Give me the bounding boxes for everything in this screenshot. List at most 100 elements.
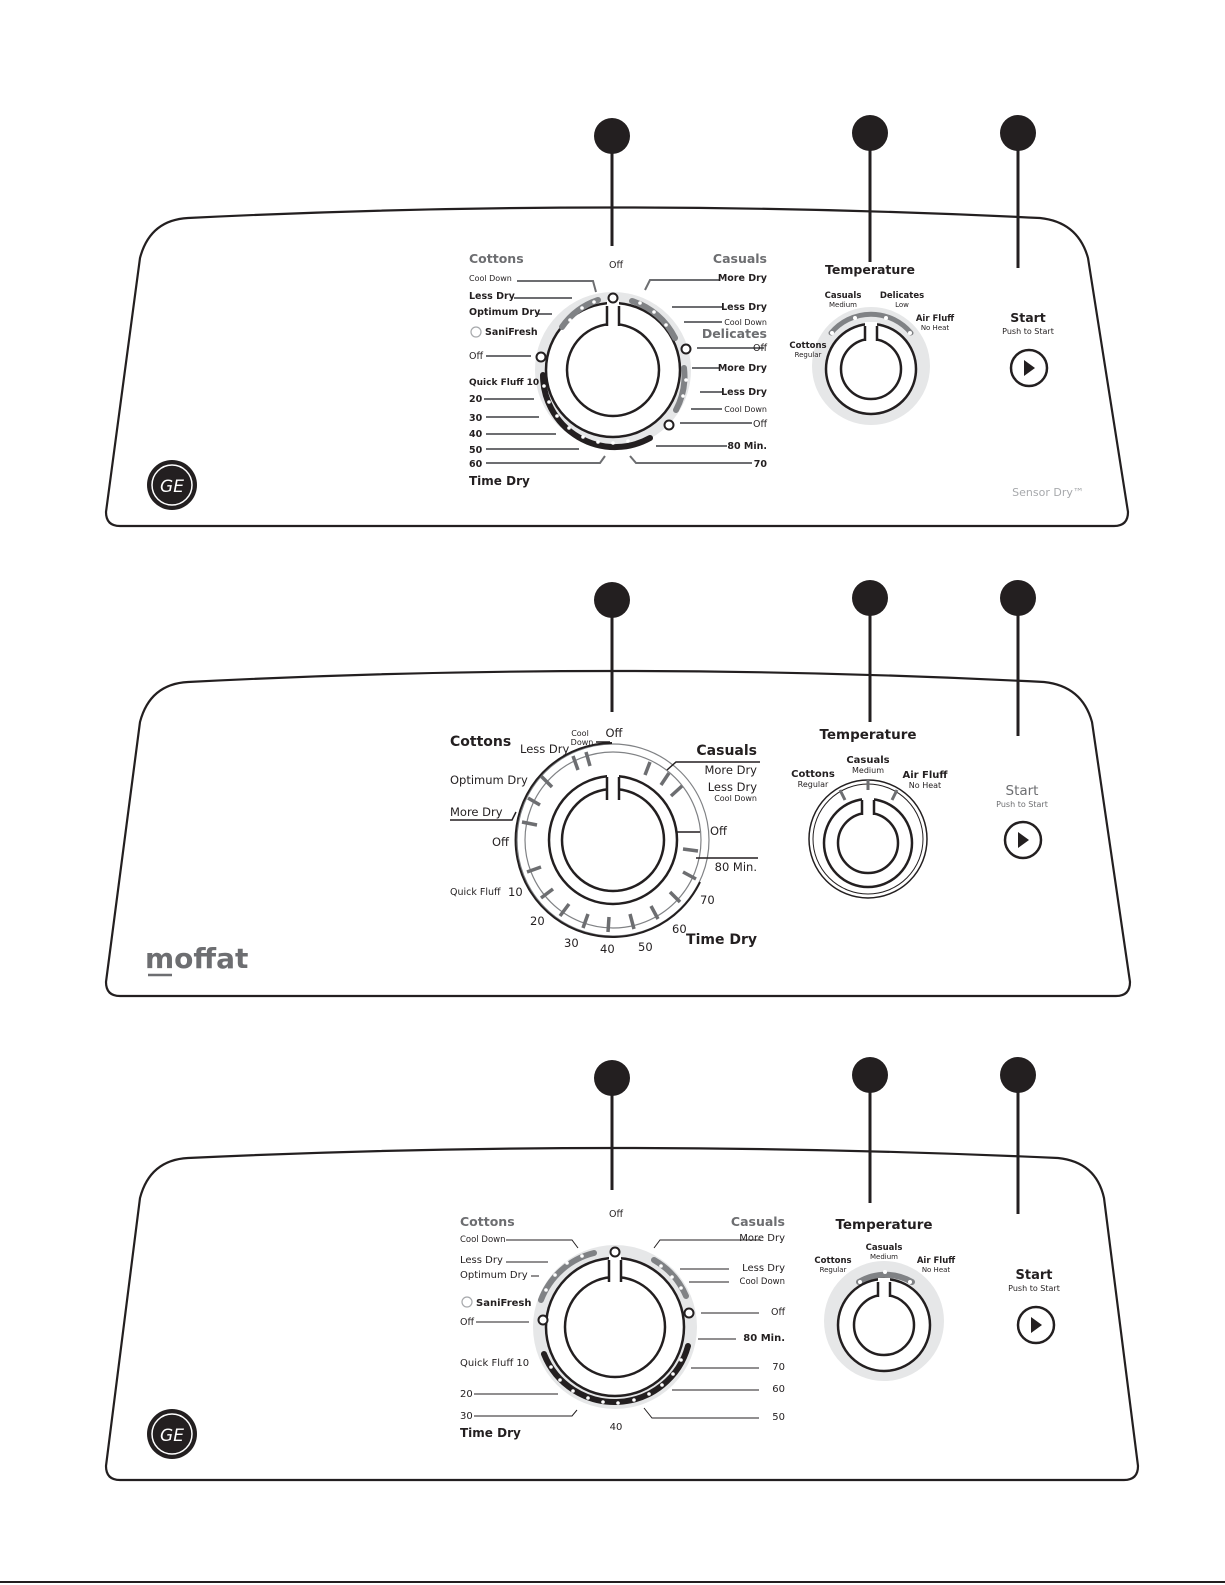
p2-time-40: 40 (600, 942, 615, 956)
p1-sensor-dry: Sensor Dry™ (1012, 486, 1084, 499)
callout-start (1000, 1057, 1036, 1214)
p1-temp-delicates: Delicates (880, 291, 924, 301)
p2-time-20: 20 (530, 914, 545, 928)
temperature-dial[interactable] (812, 307, 930, 425)
p1-casuals-cool-down: Cool Down (724, 318, 767, 327)
p2-temp-air-fluff-sub: No Heat (909, 781, 941, 790)
callout-cycle-dial (594, 582, 630, 712)
p1-temp-casuals: Casuals (825, 291, 862, 301)
p2-casuals-more-dry: More Dry (704, 763, 757, 777)
p2-off-right: Off (710, 824, 728, 838)
p1-cottons-header: Cottons (469, 251, 524, 266)
p1-start-sub: Push to Start (1002, 327, 1054, 336)
svg-text:GE: GE (160, 477, 184, 497)
p2-temp-cottons: Cottons (791, 769, 835, 780)
panel-2: Cottons Less Dry Cool Down Off Optimum D… (104, 580, 1132, 998)
play-icon (1018, 832, 1029, 848)
p2-casuals-header: Casuals (696, 743, 757, 759)
p3-start-sub: Push to Start (1008, 1284, 1060, 1293)
p2-off-top: Off (606, 726, 624, 740)
p3-time-40: 40 (610, 1422, 623, 1433)
p3-temp-cottons-sub: Regular (820, 1266, 847, 1274)
p3-temp-casuals-sub: Medium (870, 1253, 898, 1261)
p2-down: Down (571, 738, 594, 747)
p1-temp-air-fluff-sub: No Heat (921, 324, 950, 332)
p2-more-dry: More Dry (450, 805, 503, 819)
p3-cottons-less-dry: Less Dry (460, 1255, 503, 1266)
p1-start-title: Start (1010, 310, 1046, 325)
p1-time-20: 20 (469, 394, 483, 405)
p1-temp-air-fluff: Air Fluff (916, 314, 954, 324)
p2-cottons-header: Cottons (450, 734, 511, 750)
panel-3: Off Cottons Cool Down Less Dry Optimum D… (104, 1057, 1140, 1482)
panel-2-outline (104, 669, 1132, 998)
p3-time-dry: Time Dry (460, 1426, 521, 1440)
p3-time-30: 30 (460, 1411, 473, 1422)
p3-off-right: Off (771, 1307, 785, 1318)
p2-optimum-dry: Optimum Dry (450, 773, 528, 787)
start-button[interactable] (1009, 348, 1049, 388)
p3-temp-cottons: Cottons (814, 1256, 851, 1266)
start-button[interactable] (1003, 820, 1043, 860)
p2-time-50: 50 (638, 940, 653, 954)
p3-temp-air-fluff-sub: No Heat (922, 1266, 951, 1274)
p1-casuals-more-dry: More Dry (718, 273, 768, 284)
p1-sanifresh: SaniFresh (485, 327, 538, 338)
p3-sanifresh: SaniFresh (476, 1298, 531, 1309)
p1-off-right: Off (753, 419, 767, 430)
panel-1-outline (104, 206, 1130, 528)
panel-3-outline (104, 1146, 1140, 1482)
p3-casuals-more-dry: More Dry (739, 1233, 785, 1244)
p3-cottons-cool-down: Cool Down (460, 1235, 505, 1245)
callout-cycle-dial (594, 1060, 630, 1190)
p1-temp-casuals-sub: Medium (829, 301, 857, 309)
p1-delicates-off: Off (753, 343, 767, 354)
callout-start (1000, 580, 1036, 736)
sanifresh-icon (470, 326, 482, 338)
p2-time-dry: Time Dry (686, 932, 757, 948)
svg-text:GE: GE (160, 1426, 184, 1446)
callout-temperature (852, 115, 888, 262)
cycle-dial[interactable] (484, 279, 764, 464)
p1-time-70: 70 (754, 459, 768, 470)
p3-casuals-cool-down: Cool Down (740, 1277, 785, 1287)
p1-off-top: Off (609, 260, 623, 271)
p2-start-title: Start (1006, 783, 1039, 799)
cycle-dial[interactable] (450, 741, 760, 938)
start-button[interactable] (1016, 1305, 1056, 1345)
p3-temperature-title: Temperature (835, 1217, 932, 1233)
p2-temp-casuals-sub: Medium (852, 766, 884, 775)
cycle-dial[interactable] (474, 1239, 761, 1419)
p1-cottons-less-dry: Less Dry (469, 291, 516, 302)
svg-text:moffat: moffat (145, 942, 248, 975)
p2-casuals-cool-down: Cool Down (714, 794, 757, 803)
p1-temp-cottons: Cottons (789, 341, 826, 351)
p1-delicates-more-dry: More Dry (718, 363, 768, 374)
p2-quick-fluff: Quick Fluff (450, 887, 501, 898)
p3-temp-casuals: Casuals (866, 1243, 903, 1253)
p1-delicates-cool-down: Cool Down (724, 405, 767, 414)
p3-quick-fluff: Quick Fluff 10 (460, 1358, 529, 1369)
p1-time-60: 60 (469, 459, 483, 470)
p1-cottons-cool-down: Cool Down (469, 274, 512, 283)
p3-time-80: 80 Min. (743, 1333, 785, 1344)
p1-off-left: Off (469, 351, 483, 362)
p2-time-30: 30 (564, 936, 579, 950)
moffat-logo: moffat (145, 942, 248, 977)
p1-temperature-title: Temperature (825, 262, 915, 277)
temperature-dial[interactable] (808, 779, 928, 899)
p3-casuals-header: Casuals (731, 1214, 785, 1229)
p3-start-title: Start (1016, 1268, 1053, 1283)
sanifresh-icon (461, 1296, 473, 1308)
p3-time-60: 60 (772, 1384, 785, 1395)
callout-start (1000, 115, 1036, 268)
p1-delicates-less-dry: Less Dry (721, 387, 768, 398)
p2-temp-air-fluff: Air Fluff (902, 770, 948, 781)
p1-time-50: 50 (469, 445, 483, 456)
callout-cycle-dial (594, 118, 630, 246)
temperature-dial[interactable] (824, 1261, 944, 1381)
p3-off-top: Off (609, 1209, 623, 1220)
p3-time-20: 20 (460, 1389, 473, 1400)
ge-logo: GE (147, 1409, 197, 1459)
